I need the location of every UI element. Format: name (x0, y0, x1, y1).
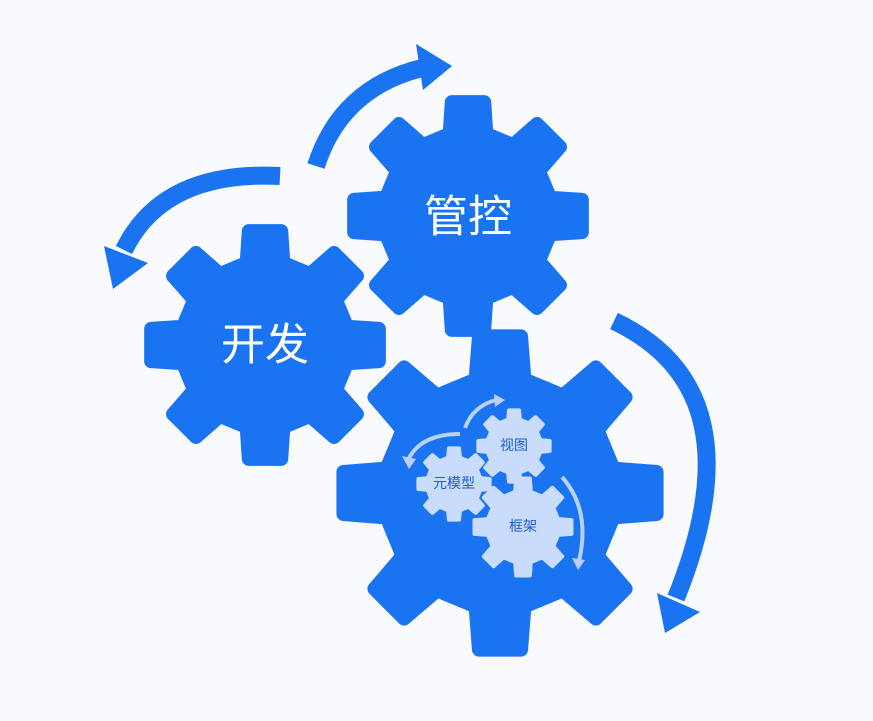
inner-arrow-right (560, 475, 585, 562)
inner-arrow-left (407, 432, 461, 460)
arrowhead-right-icon (657, 593, 700, 633)
gear-kaifa: 开发 (144, 224, 386, 466)
inner-gear-shitu-label: 视图 (500, 438, 528, 454)
gear-guankong-icon (347, 95, 589, 337)
gear-guankong: 管控 (347, 95, 589, 337)
outer-arrows (104, 44, 716, 633)
arrow-control-to-core (610, 312, 716, 602)
arrowhead-top-icon (416, 44, 452, 90)
inner-arrowhead-right-icon (572, 558, 585, 570)
arrow-control-to-develop (115, 166, 281, 255)
inner-gear-kuangjia: 框架 (472, 476, 574, 578)
inner-gear-kuangjia-icon (472, 476, 574, 578)
inner-gear-kuangjia-label: 框架 (509, 519, 537, 535)
arrow-develop-to-control (307, 59, 425, 169)
inner-gear-yuanmoxing: 元模型 (416, 446, 492, 522)
gear-kaifa-label: 开发 (221, 320, 309, 371)
gear-kaifa-icon (144, 224, 386, 466)
inner-arrow-top (463, 398, 497, 429)
inner-gear-yuanmoxing-label: 元模型 (433, 476, 475, 492)
inner-gear-yuanmoxing-icon (416, 446, 492, 522)
inner-arrowhead-left-icon (402, 456, 416, 469)
inner-gear-shitu: 视图 (476, 408, 552, 484)
inner-gear-shitu-icon (476, 408, 552, 484)
inner-arrowhead-top-icon (494, 394, 505, 407)
inner-arrows (402, 394, 585, 570)
gear-guankong-label: 管控 (424, 192, 512, 243)
arrowhead-left-icon (104, 246, 148, 289)
